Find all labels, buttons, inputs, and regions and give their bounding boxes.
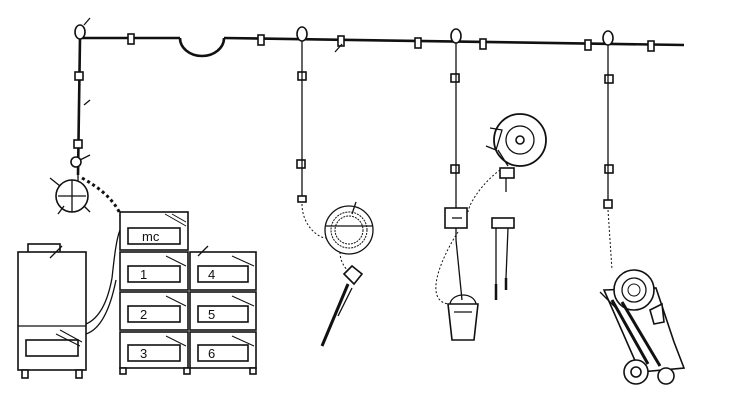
spray-gun (320, 264, 364, 347)
mobile-cart-washer (599, 269, 686, 385)
unit-2-label: 2 (140, 307, 147, 322)
unit-3-label: 3 (140, 346, 147, 361)
hose-reel-icon (467, 113, 547, 213)
storage-tank (17, 229, 121, 379)
unit-mc-label: mc (142, 229, 160, 244)
unit-6-label: 6 (208, 346, 215, 361)
tool-pair (491, 217, 515, 300)
bucket-icon (447, 294, 479, 341)
control-module-stack: mc 1 2 3 4 5 6 (119, 211, 257, 375)
unit-5-label: 5 (208, 307, 215, 322)
hose-reel-drop (435, 43, 468, 305)
valve-icons (74, 17, 614, 106)
main-supply-pipe (76, 36, 685, 176)
coiled-hose-drop (297, 41, 374, 273)
pipe-clamps (73, 33, 655, 174)
mobile-washer-drop (603, 45, 613, 271)
filter-regulator (49, 154, 124, 219)
unit-4-label: 4 (208, 267, 215, 282)
unit-1-label: 1 (140, 267, 147, 282)
